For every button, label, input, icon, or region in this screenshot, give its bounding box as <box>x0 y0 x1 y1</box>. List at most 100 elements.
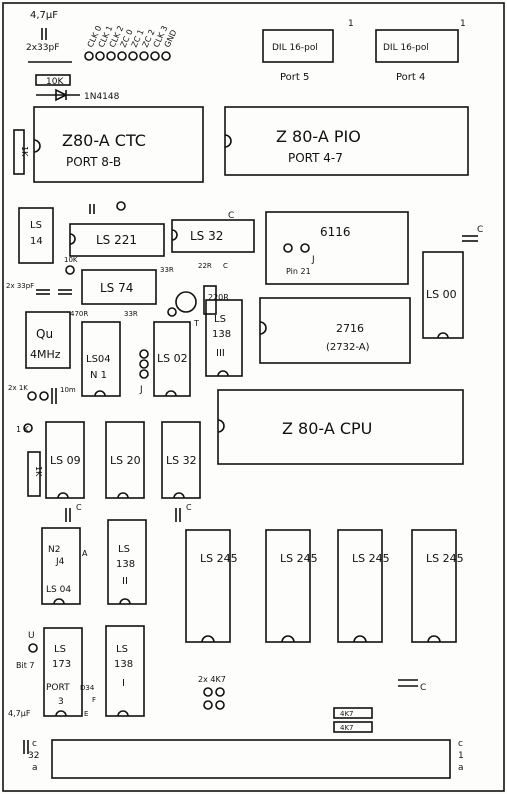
ls138a-line1: LS <box>116 644 128 655</box>
resistor-1k-vertical <box>13 129 25 175</box>
ls00-label: LS 00 <box>426 288 457 301</box>
chip-z80-cpu <box>217 389 464 465</box>
ls245-3-line1: LS 245 <box>352 552 390 565</box>
cpu-label: Z 80-A CPU <box>282 419 372 438</box>
resistor-1k-b <box>27 451 41 497</box>
ram-pin21: Pin 21 <box>286 267 311 276</box>
cap-2x33-left: 2x 33pF <box>6 282 34 290</box>
chip-ls221 <box>69 223 165 257</box>
ls138c-line1: LS <box>214 314 226 325</box>
ls138b-line1: LS <box>118 544 130 555</box>
crystal-4mhz <box>25 311 71 369</box>
c-label-top: C <box>228 211 234 221</box>
chip-ls20 <box>105 421 145 499</box>
ls221-label: LS 221 <box>96 233 137 247</box>
edge-right-c: c <box>458 739 463 749</box>
port5-name: Port 5 <box>280 72 309 83</box>
edge-left-c: c <box>32 739 37 749</box>
ls138a-line2: 138 <box>114 659 133 670</box>
ls173-line4: 3 <box>58 697 64 707</box>
label-e: E <box>84 710 88 718</box>
chip-ls173 <box>43 627 83 717</box>
label-bit7: Bit 7 <box>16 661 34 670</box>
ls74-label: LS 74 <box>100 281 133 295</box>
j-label-a: J <box>139 385 143 395</box>
label-a: A <box>82 549 88 558</box>
qu-line1: Qu <box>36 327 53 341</box>
chip-ls09 <box>45 421 85 499</box>
r-10k-b: 10K <box>64 256 78 264</box>
label-res-10k: 10K <box>46 77 64 87</box>
label-d34: D34 <box>80 684 95 692</box>
res-1k-vertical-label: 1K <box>20 146 29 157</box>
ls173-line3: PORT <box>46 683 70 693</box>
ls04a-line2: N 1 <box>90 370 107 381</box>
ls138a-line3: I <box>122 678 125 689</box>
ls138c-line3: III <box>216 348 225 359</box>
ls04b-line1: N2 <box>48 545 60 555</box>
c-row-b: C <box>186 503 192 512</box>
r-33r-b: 33R <box>124 310 138 318</box>
diode-symbol <box>55 88 68 102</box>
label-f: F <box>92 696 96 704</box>
chip-6116 <box>265 211 409 285</box>
edge-right-a: a <box>458 763 464 773</box>
rom-line1: 2716 <box>336 322 364 335</box>
resistor-4k7-b <box>333 721 373 733</box>
label-cap-47: 4,7μF <box>30 10 58 21</box>
resistor-10k <box>35 74 71 86</box>
port4-name: Port 4 <box>396 72 425 83</box>
chip-ls245-1 <box>185 529 231 643</box>
ls04a-line1: LS04 <box>86 354 111 365</box>
ls138c-line2: 138 <box>212 329 231 340</box>
pin-header <box>84 51 171 61</box>
transistor-t: T <box>193 319 199 328</box>
port5-pin1: 1 <box>348 19 354 29</box>
chip-ls138-iii <box>205 299 243 377</box>
label-cap-2x33: 2x33pF <box>26 43 59 53</box>
port-5-socket <box>262 29 334 63</box>
ls20-label: LS 20 <box>110 454 141 467</box>
label-u: U <box>28 631 35 641</box>
label-1k: 1 K <box>16 425 30 434</box>
label-4k7a: 4K7 <box>340 710 354 718</box>
ls245-4-line1: LS 245 <box>426 552 464 565</box>
ls02-label: LS 02 <box>157 352 188 365</box>
chip-ls04-n2 <box>41 527 81 605</box>
label-2x4k7: 2x 4K7 <box>198 675 226 684</box>
chip-ctc <box>33 106 204 183</box>
ls04b-line2: J4 <box>55 557 65 567</box>
edge-connector <box>51 739 451 779</box>
transistor <box>175 291 197 313</box>
ls32-top-label: LS 32 <box>190 229 223 243</box>
ls32-bottom-label: LS 32 <box>166 454 197 467</box>
c-row-a: C <box>76 503 82 512</box>
chip-ls32-top <box>171 219 255 253</box>
rom-line2: (2732-A) <box>326 342 370 353</box>
edge-right-1: 1 <box>458 751 464 761</box>
c-bottom: C <box>420 683 426 693</box>
label-2x-1k: 2x 1K <box>8 384 28 392</box>
resistor-4k7-a <box>333 707 373 719</box>
ram-label: 6116 <box>320 225 351 239</box>
chip-ls04-n1 <box>81 321 121 397</box>
chip-ls138-ii <box>107 519 147 605</box>
ls138b-line2: 138 <box>116 559 135 570</box>
ctc-port: PORT 8-B <box>66 155 121 169</box>
r-22r: 22R <box>198 262 212 270</box>
chip-ls245-2 <box>265 529 311 643</box>
ls04b-line3: LS 04 <box>46 585 71 595</box>
res-1k-b-label: 1K <box>34 466 43 477</box>
cap-47b-label: 4,7μF <box>8 709 31 718</box>
chip-ls14 <box>18 207 54 264</box>
ls173-line1: LS <box>54 644 66 655</box>
ctc-label: Z80-A CTC <box>62 131 146 150</box>
edge-left-32: 32 <box>28 751 39 761</box>
r-220r: 220R <box>208 293 229 302</box>
c-small-b: C <box>223 262 228 270</box>
ls138b-line3: II <box>122 576 128 587</box>
chip-ls245-4 <box>411 529 457 643</box>
